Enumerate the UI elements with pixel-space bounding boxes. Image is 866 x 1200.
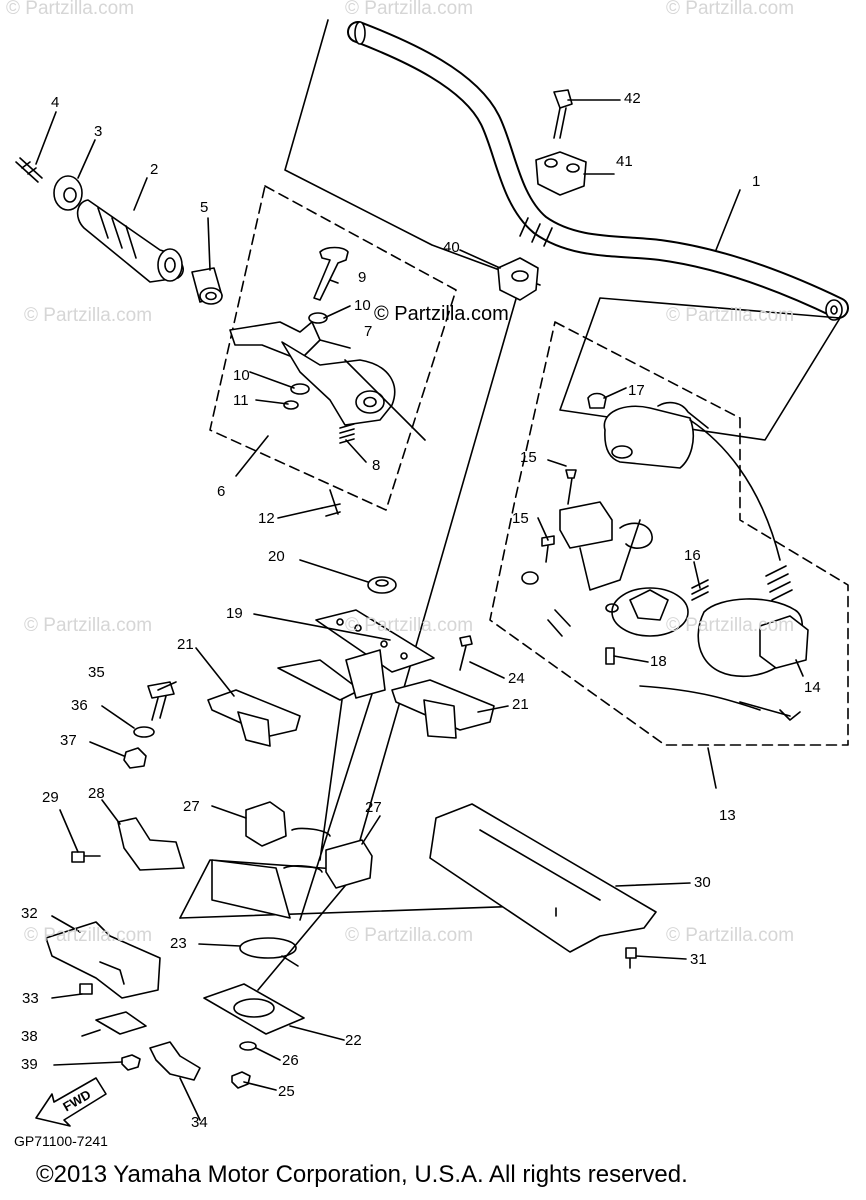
callout-5: 5 xyxy=(200,199,209,216)
watermark: © Partzilla.com xyxy=(345,0,474,19)
callout-9: 9 xyxy=(358,269,367,286)
watermark: © Partzilla.com xyxy=(345,615,474,636)
handlebar xyxy=(347,21,849,321)
callout-22: 22 xyxy=(345,1032,362,1049)
callout-18: 18 xyxy=(650,653,667,670)
callout-13: 13 xyxy=(719,807,736,824)
callout-21a: 21 xyxy=(177,636,194,653)
bolt-35 xyxy=(147,681,175,721)
copyright-notice: ©2013 Yamaha Motor Corporation, U.S.A. A… xyxy=(36,1161,688,1188)
callout-41: 41 xyxy=(616,153,633,170)
watermark: © Partzilla.com xyxy=(24,305,153,326)
watermark: © Partzilla.com xyxy=(666,615,795,636)
callout-11: 11 xyxy=(233,392,249,409)
switch-assembly-outline xyxy=(489,321,849,746)
callout-42: 42 xyxy=(624,90,641,107)
watermark: © Partzilla.com xyxy=(6,0,135,19)
callout-38: 38 xyxy=(21,1028,38,1045)
callout-40: 40 xyxy=(443,239,460,256)
callout-3: 3 xyxy=(94,123,103,140)
lever-assembly-outline xyxy=(209,185,457,511)
callout-15a: 15 xyxy=(520,449,537,466)
callout-17: 17 xyxy=(628,382,645,399)
watermark: © Partzilla.com xyxy=(666,305,795,326)
callout-10a: 10 xyxy=(354,297,371,314)
callout-14: 14 xyxy=(804,679,821,696)
callout-27b: 27 xyxy=(365,799,382,816)
callout-31: 31 xyxy=(690,951,707,968)
callout-35: 35 xyxy=(88,664,105,681)
callout-26: 26 xyxy=(282,1052,299,1069)
callout-27a: 27 xyxy=(183,798,200,815)
callout-34: 34 xyxy=(191,1114,208,1131)
callout-33: 33 xyxy=(22,990,39,1007)
callout-32: 32 xyxy=(21,905,38,922)
watermark: © Partzilla.com xyxy=(345,925,474,946)
callout-12: 12 xyxy=(258,510,275,527)
callout-25: 25 xyxy=(278,1083,295,1100)
steering-column xyxy=(211,609,435,921)
callout-28: 28 xyxy=(88,785,105,802)
drawing-code: GP71100-7241 xyxy=(14,1133,108,1149)
watermark: © Partzilla.com xyxy=(24,925,153,946)
callout-29: 29 xyxy=(42,789,59,806)
site-label: © Partzilla.com xyxy=(374,303,509,325)
callout-23: 23 xyxy=(170,935,187,952)
callout-6: 6 xyxy=(217,483,226,500)
grip xyxy=(76,199,184,283)
callout-15b: 15 xyxy=(512,510,529,527)
watermark: © Partzilla.com xyxy=(24,615,153,636)
callout-36: 36 xyxy=(71,697,88,714)
callout-8: 8 xyxy=(372,457,381,474)
callout-7: 7 xyxy=(364,323,373,340)
watermark: © Partzilla.com xyxy=(666,925,795,946)
callout-4: 4 xyxy=(51,94,60,111)
watermark: © Partzilla.com xyxy=(666,0,795,19)
callout-16: 16 xyxy=(684,547,701,564)
callout-21b: 21 xyxy=(512,696,529,713)
callout-30: 30 xyxy=(694,874,711,891)
callout-19: 19 xyxy=(226,605,243,622)
callout-10b: 10 xyxy=(233,367,250,384)
callout-39: 39 xyxy=(21,1056,38,1073)
callout-1: 1 xyxy=(752,173,761,190)
callout-2: 2 xyxy=(150,161,159,178)
callout-20: 20 xyxy=(268,548,285,565)
throttle-lever xyxy=(229,321,426,441)
fwd-arrow-icon xyxy=(35,1077,107,1127)
callout-37: 37 xyxy=(60,732,77,749)
callout-24: 24 xyxy=(508,670,525,687)
